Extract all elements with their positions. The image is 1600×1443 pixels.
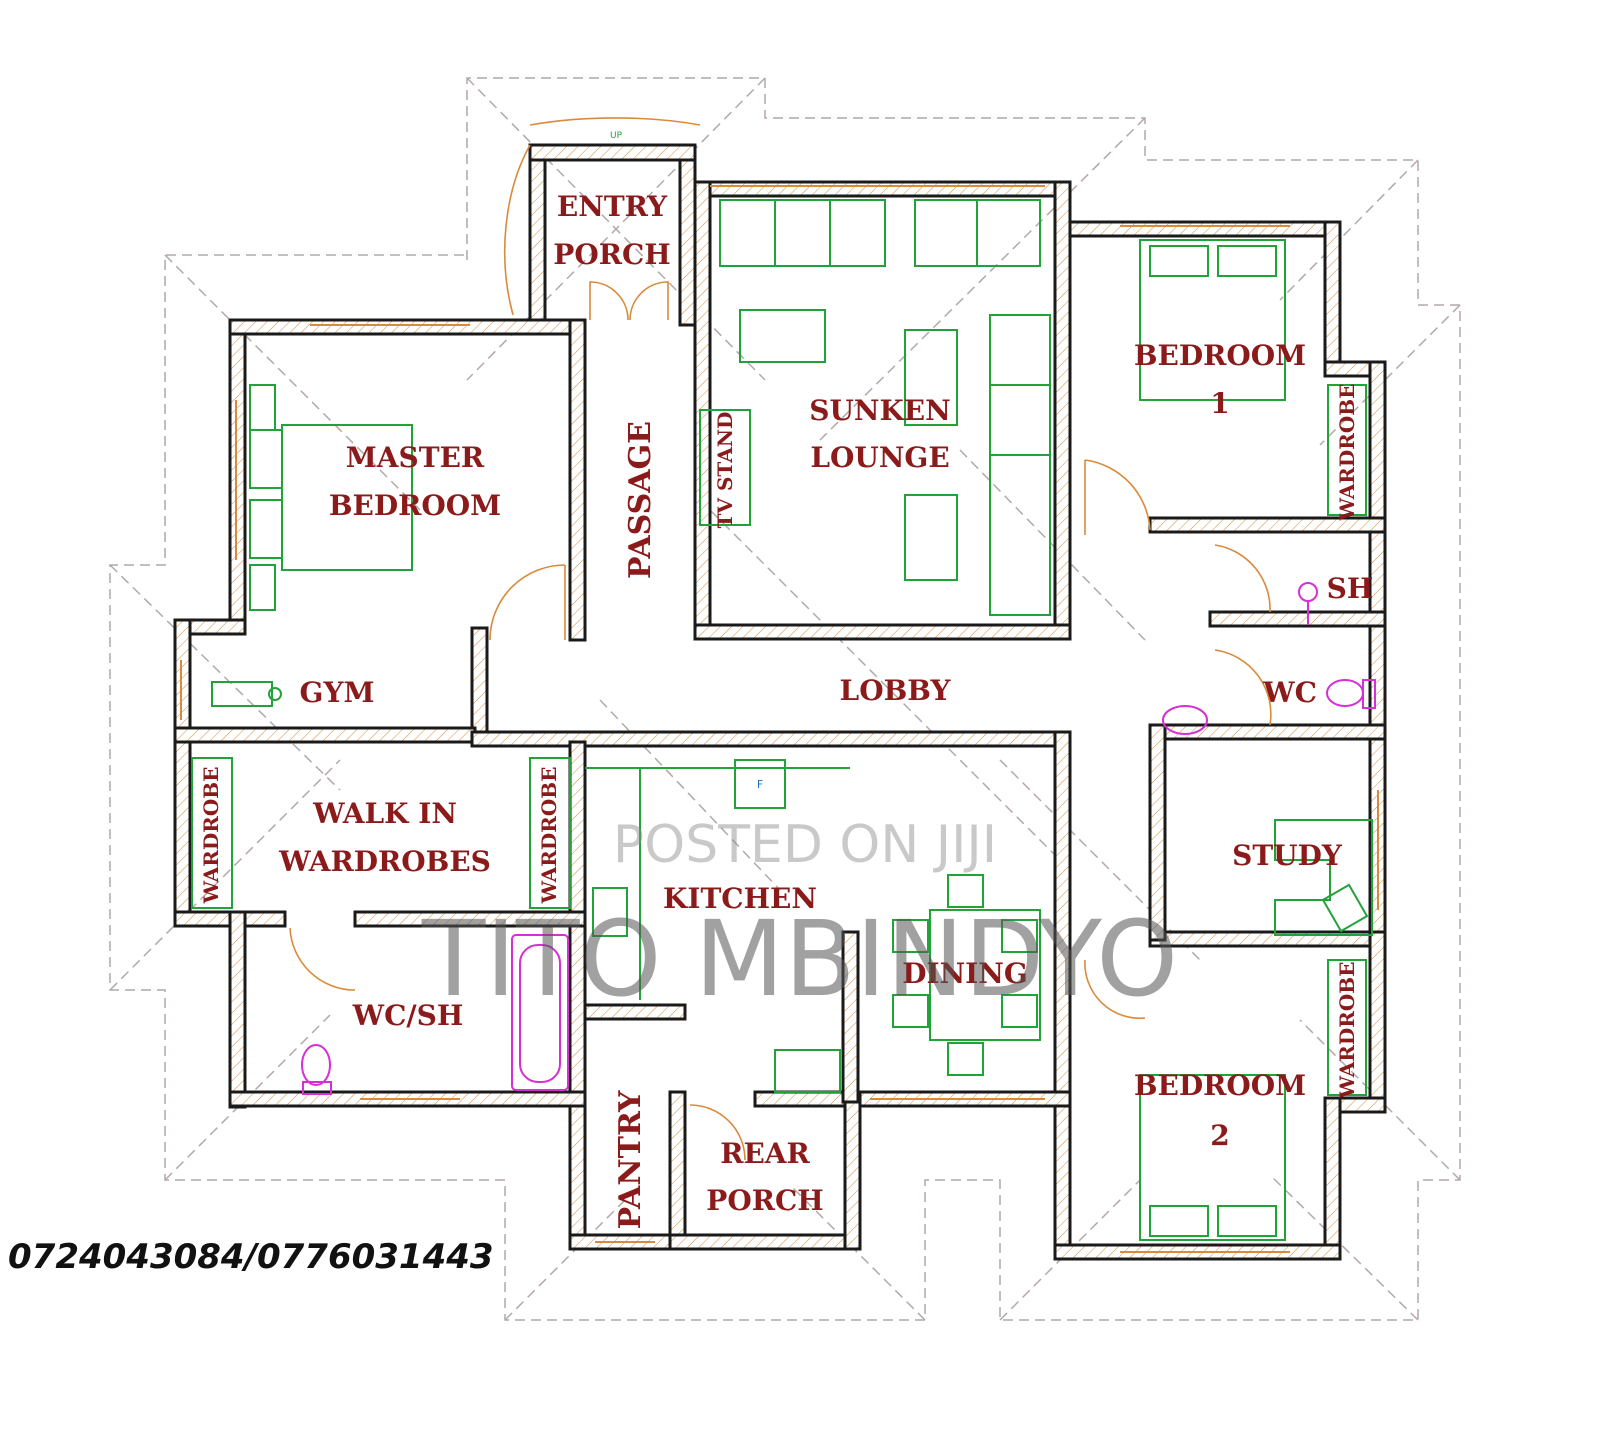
label-bedroom-1-b: 1 (1210, 387, 1229, 420)
label-wardrobe-left: WARDROBE (199, 767, 223, 905)
label-dining: DINING (902, 957, 1028, 990)
windows (180, 185, 1379, 1253)
label-wardrobe-bedroom-2: WARDROBE (1335, 962, 1359, 1100)
watermark-name: TITO MBINDYO (421, 898, 1178, 1020)
label-study: STUDY (1232, 839, 1343, 872)
watermark-posted: POSTED ON JIJI (613, 815, 997, 875)
label-kitchen: KITCHEN (663, 882, 817, 915)
label-wc-sh: WC/SH (352, 999, 464, 1032)
walls (173, 143, 1387, 1261)
label-bedroom-1-a: BEDROOM (1134, 339, 1306, 372)
watermark: POSTED ON JIJI TITO MBINDYO (421, 815, 1178, 1020)
room-labels: ENTRY PORCH SUNKEN LOUNGE BEDROOM 1 MAST… (199, 131, 1373, 1229)
label-pantry: PANTRY (613, 1090, 648, 1229)
label-tv-stand: TV STAND (713, 412, 737, 529)
label-entry-porch-1: ENTRY (557, 190, 668, 223)
roof-outline (109, 77, 1461, 1321)
label-master-bedroom-1: MASTER (346, 441, 485, 474)
label-sunken-lounge-2: LOUNGE (810, 441, 949, 474)
label-walk-in-wardrobes-1: WALK IN (312, 797, 457, 830)
label-gym: GYM (300, 676, 375, 709)
label-sunken-lounge-1: SUNKEN (809, 394, 951, 427)
label-fridge: F (757, 778, 763, 791)
sanitary (301, 582, 1376, 1095)
label-rear-porch-1: REAR (720, 1137, 810, 1170)
doors (289, 117, 1272, 1161)
label-stair-up: UP (610, 131, 623, 141)
label-master-bedroom-2: BEDROOM (329, 489, 501, 522)
label-sh: SH (1327, 572, 1374, 605)
label-walk-in-wardrobes-2: WARDROBES (278, 845, 491, 878)
furniture (191, 199, 1373, 1241)
label-rear-porch-2: PORCH (706, 1184, 823, 1217)
label-wardrobe-middle: WARDROBE (537, 767, 561, 905)
label-lobby: LOBBY (840, 674, 952, 707)
label-bedroom-2-a: BEDROOM (1134, 1069, 1306, 1102)
contact-phone: 0724043084/0776031443 (8, 1237, 494, 1277)
label-wc: WC (1262, 676, 1317, 709)
label-bedroom-2-b: 2 (1210, 1119, 1229, 1152)
label-passage: PASSAGE (623, 421, 658, 579)
label-wardrobe-bedroom-1: WARDROBE (1335, 384, 1359, 522)
label-entry-porch-2: PORCH (553, 238, 670, 271)
